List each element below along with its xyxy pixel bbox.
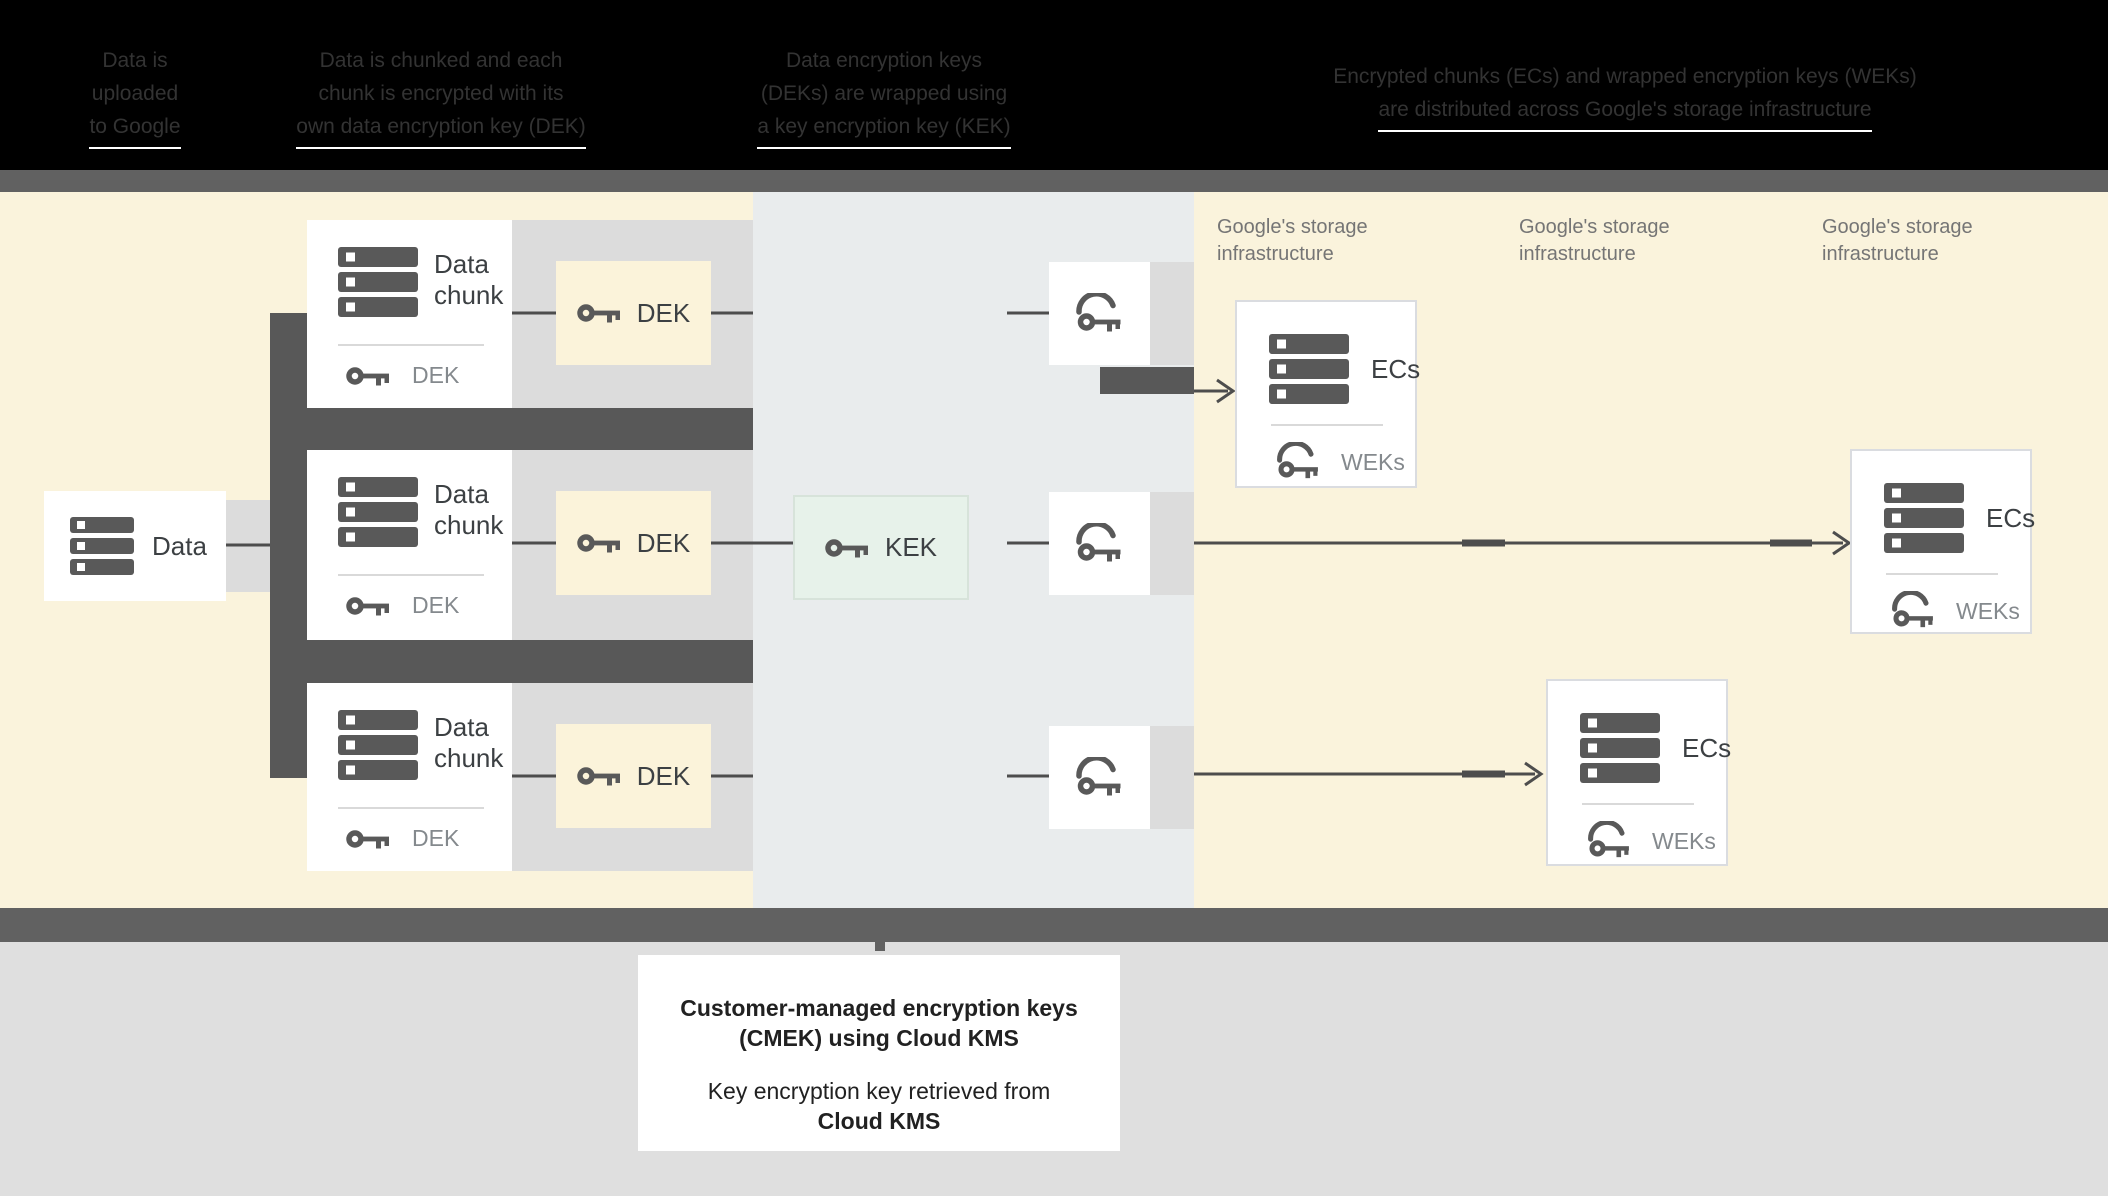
dek-label: DEK [636,527,691,558]
chunk-gap-bar-2 [270,640,753,683]
key-icon [346,594,390,618]
step-text: uploaded [91,82,179,105]
key-icon [577,531,621,555]
divider-band-bottom [0,908,2108,942]
caption-line: Key encryption key retrieved from [707,1078,1051,1104]
wrapped-key-icon [1074,757,1126,799]
wrapped-key-icon [1890,591,1938,631]
chunk-trunk-connector [270,313,308,778]
data-connector-band [226,500,270,592]
ecs-box: ECs WEKs [1546,679,1732,866]
data-box: Data [44,491,226,601]
ecs-title: ECs [1986,502,2036,533]
kek-box: KEK [793,495,969,600]
chunk-divider [338,574,484,576]
weks-label: WEKs [1341,448,1405,475]
data-chunk-box: Data chunk DEK [307,450,512,640]
ecs-title: ECs [1682,732,1732,763]
header-step-3: Data encryption keys (DEKs) are wrapped … [728,44,1040,149]
header-band [0,0,2108,170]
chunk-dek-label: DEK [412,825,460,851]
dek-label: DEK [636,760,691,791]
ecs-box: ECs WEKs [1235,300,1421,488]
step-text: Encrypted chunks (ECs) and wrapped encry… [1333,65,1917,88]
data-box-label: Data [152,530,207,561]
key-band-1 [1150,262,1194,365]
chunk-title: Data chunk [434,479,504,540]
key-band-2 [1150,492,1194,595]
ecs-title: ECs [1371,353,1421,384]
data-server-icon [70,517,134,575]
wrapped-key-icon [1074,293,1126,335]
caption-connector-tab [875,942,885,951]
step-text: chunk is encrypted with its [318,82,564,105]
header-step-2: Data is chunked and each chunk is encryp… [285,44,597,149]
data-chunk-box: Data chunk DEK [307,220,512,408]
ecs-box: ECs WEKs [1850,449,2036,634]
step-text: Data is [102,49,168,72]
ecs-server-icon [1580,713,1660,783]
caption-line: Cloud KMS [817,1108,941,1134]
kek-label: KEK [884,532,938,562]
key-band-3 [1150,726,1194,829]
wrapped-key-icon [1586,821,1634,861]
chunk-dek-label: DEK [412,592,460,618]
step-text: a key encryption key (KEK) [757,110,1011,149]
header-step-4: Encrypted chunks (ECs) and wrapped encry… [1300,60,1950,132]
ecs-divider [1886,573,1998,575]
chunk-divider [338,807,484,809]
step-text: own data encryption key (DEK) [296,110,586,149]
weks-label: WEKs [1652,827,1716,854]
dek-box: DEK [556,491,711,595]
caption-line: (CMEK) using Cloud KMS [739,1025,1019,1051]
storage-infrastructure-label: Google's storage infrastructure [1519,216,1670,265]
caption-line: Customer-managed encryption keys [680,995,1078,1021]
key-icon [577,764,621,788]
wrapped-key-icon [1275,442,1323,482]
wrapped-key-box [1049,262,1150,365]
wrapped-key-thick-connector [1100,367,1194,394]
dek-label: DEK [636,297,691,328]
storage-infrastructure-label: Google's storage infrastructure [1822,216,1973,265]
chunk-gap-bar-1 [270,408,753,450]
header-step-1: Data is uploaded to Google [40,44,230,149]
chunk-server-icon [338,247,418,317]
weks-label: WEKs [1956,597,2020,624]
wrapped-key-box [1049,492,1150,595]
wrapped-key-box [1049,726,1150,829]
step-text: to Google [89,110,181,149]
key-icon [346,364,390,388]
dek-box: DEK [556,261,711,365]
key-icon [825,536,869,560]
divider-band-top [0,170,2108,192]
ecs-divider [1582,803,1694,805]
data-chunk-box: Data chunk DEK [307,683,512,871]
wrapped-key-icon [1074,523,1126,565]
step-text: Data encryption keys [785,49,983,72]
step-text: Data is chunked and each [319,49,563,72]
ecs-divider [1271,424,1383,426]
key-icon [346,827,390,851]
dek-box: DEK [556,724,711,828]
step-text: (DEKs) are wrapped using [760,82,1008,105]
chunk-server-icon [338,477,418,547]
chunk-title: Data chunk [434,249,504,310]
chunk-title: Data chunk [434,712,504,773]
chunk-dek-label: DEK [412,362,460,388]
ecs-server-icon [1269,334,1349,404]
chunk-server-icon [338,710,418,780]
storage-infrastructure-label: Google's storage infrastructure [1217,216,1368,265]
chunk-divider [338,344,484,346]
step-text: are distributed across Google's storage … [1378,93,1872,132]
key-icon [577,301,621,325]
ecs-server-icon [1884,483,1964,553]
caption-box: Customer-managed encryption keys (CMEK) … [638,955,1120,1151]
